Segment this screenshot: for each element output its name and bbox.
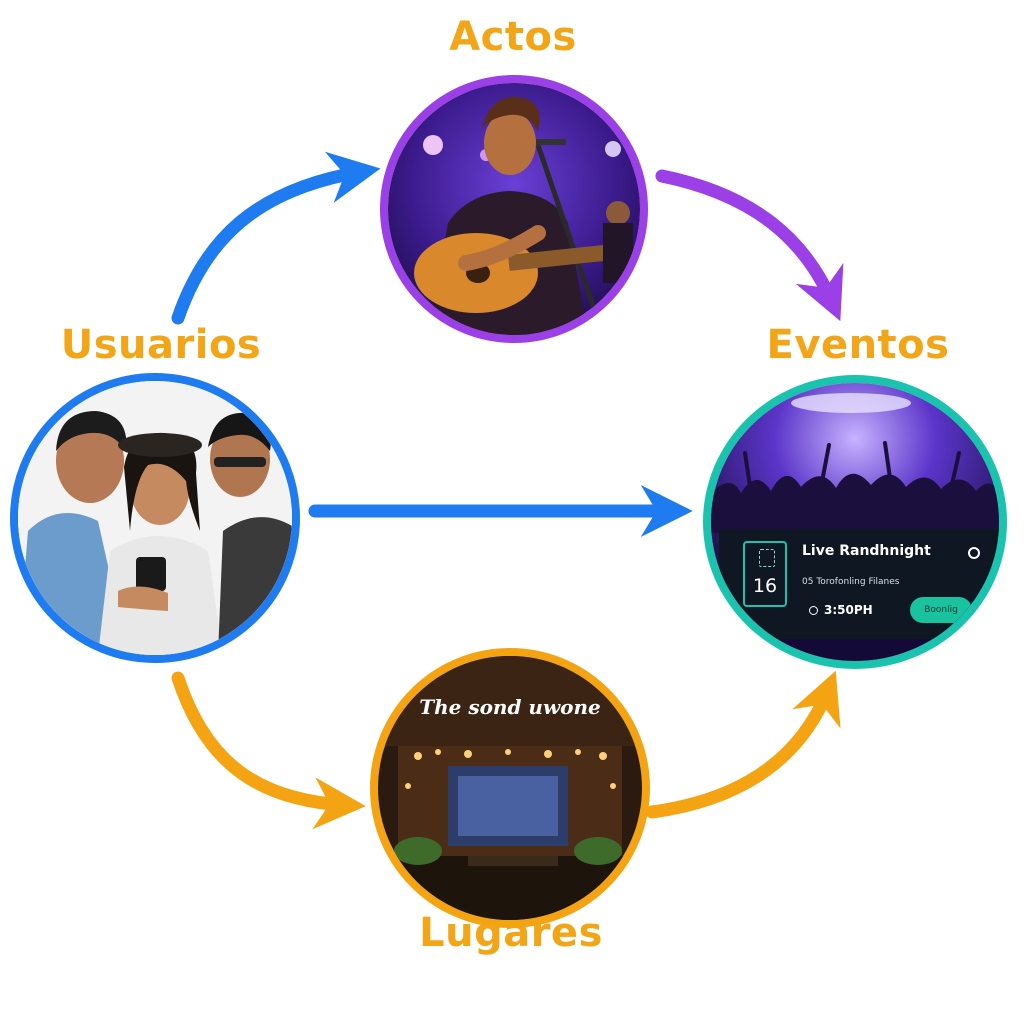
- arrow-usuarios-to-actos: [171, 151, 381, 325]
- clock-icon: [809, 606, 818, 615]
- event-day: 16: [752, 575, 778, 597]
- node-eventos[interactable]: 16 Live Randhnight 05 Torofonling Filane…: [703, 375, 1007, 669]
- label-actos: Actos: [449, 14, 577, 60]
- event-date-box: 16: [743, 541, 787, 607]
- arrow-actos-to-eventos: [655, 169, 844, 322]
- venue-sign-text: The sond uwone: [419, 695, 601, 719]
- musician-image: [388, 83, 640, 335]
- event-time: 3:50PH: [809, 603, 873, 617]
- arrow-usuarios-to-lugares: [171, 671, 366, 830]
- event-venue: 05 Torofonling Filanes: [802, 577, 900, 587]
- event-title: Live Randhnight: [802, 543, 931, 559]
- calendar-icon: [759, 549, 775, 567]
- users-photo: [18, 381, 292, 655]
- label-usuarios: Usuarios: [60, 322, 262, 368]
- node-lugares[interactable]: The sond uwone: [370, 648, 650, 928]
- node-usuarios[interactable]: [10, 373, 300, 663]
- arrow-lugares-to-eventos: [645, 670, 841, 819]
- node-actos[interactable]: [380, 75, 648, 343]
- label-eventos: Eventos: [766, 322, 950, 368]
- venue-image: The sond uwone: [378, 656, 642, 920]
- options-circle-icon[interactable]: [968, 547, 980, 559]
- event-time-text: 3:50PH: [824, 603, 873, 617]
- booking-button[interactable]: Boonlig: [910, 597, 972, 623]
- event-card[interactable]: 16 Live Randhnight 05 Torofonling Filane…: [719, 529, 999, 639]
